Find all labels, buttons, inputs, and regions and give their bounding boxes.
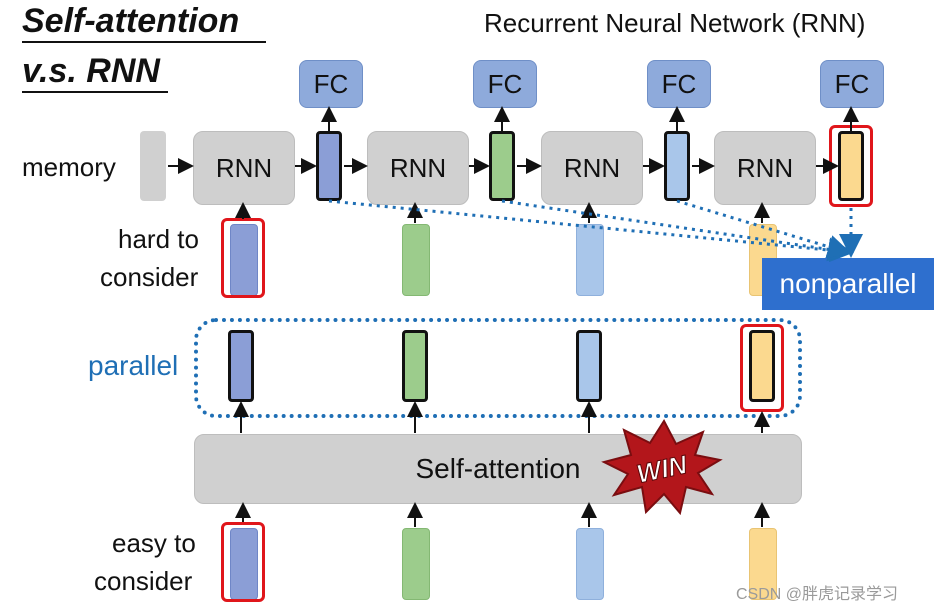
rnn-output-vector-1 [316, 131, 342, 201]
sa-output-vector-3 [576, 330, 602, 402]
watermark: CSDN @胖虎记录学习 [736, 586, 899, 603]
fc-box-2: FC [473, 60, 537, 108]
rnn-input-vector-1 [230, 224, 258, 296]
rnn-input-vector-2 [402, 224, 430, 296]
rnn-output-vector-3 [664, 131, 690, 201]
parallel-label: parallel [88, 350, 179, 381]
rnn-cell-3: RNN [541, 131, 643, 205]
sa-output-vector-4 [749, 330, 775, 402]
hard-label-2: consider [100, 262, 199, 292]
easy-label-1: easy to [112, 528, 196, 558]
sa-input-vector-1 [230, 528, 258, 600]
sa-input-vector-3 [576, 528, 604, 600]
easy-label-2: consider [94, 566, 193, 596]
memory-initial-vector [140, 131, 166, 201]
rnn-output-vector-2 [489, 131, 515, 201]
sa-output-vector-1 [228, 330, 254, 402]
sa-input-highlight [221, 522, 265, 602]
dotted-arrow-vec2-to-nonparallel [501, 199, 852, 262]
win-burst-badge: WIN [601, 419, 723, 516]
memory-label: memory [22, 152, 116, 182]
nonparallel-badge: nonparallel [762, 258, 934, 310]
rnn-output-vector-4 [838, 131, 864, 201]
rnn-input-vector-3 [576, 224, 604, 296]
parallel-dotted-group [194, 318, 802, 418]
fc-box-4: FC [820, 60, 884, 108]
self-attention-block: Self-attention [194, 434, 802, 504]
sa-input-vector-4 [749, 528, 777, 600]
hard-label-1: hard to [118, 224, 199, 254]
dotted-arrow-vec3-to-nonparallel [676, 199, 852, 259]
sa-input-vector-2 [402, 528, 430, 600]
rnn-cell-4: RNN [714, 131, 816, 205]
title-line-2: v.s. RNN [22, 52, 168, 93]
rnn-heading: Recurrent Neural Network (RNN) [484, 8, 866, 38]
title-line-1: Self-attention [22, 2, 266, 43]
rnn-cell-1: RNN [193, 131, 295, 205]
dotted-arrow-vec1-to-nonparallel [328, 199, 854, 263]
sa-output-highlight [740, 324, 784, 412]
sa-output-vector-2 [402, 330, 428, 402]
rnn-input-highlight [221, 218, 265, 298]
fc-box-3: FC [647, 60, 711, 108]
